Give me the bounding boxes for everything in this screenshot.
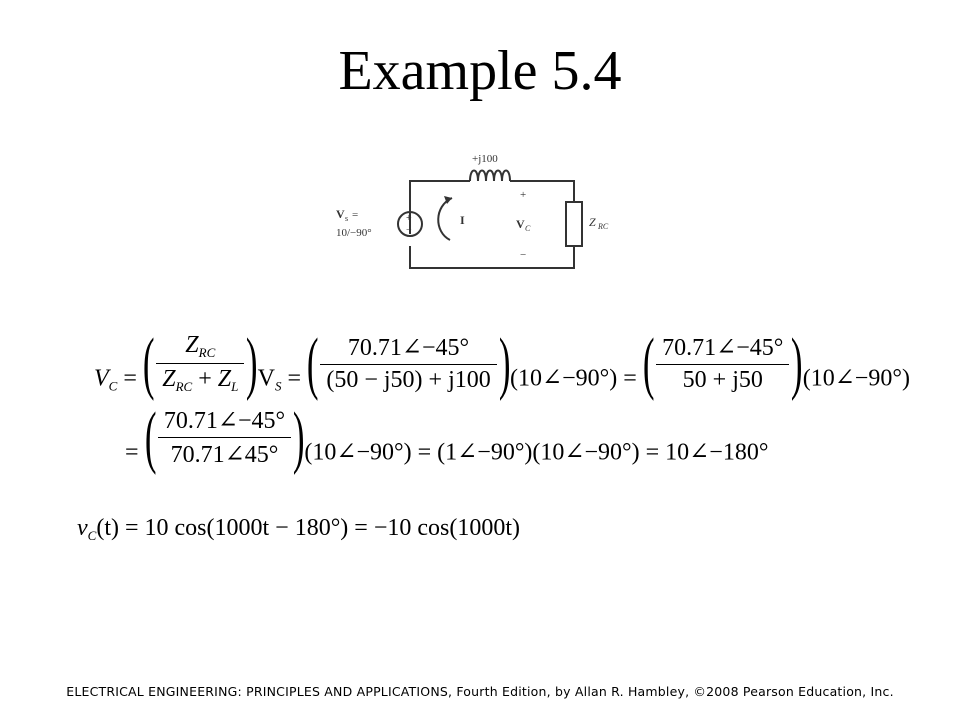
- vc-sub: C: [525, 224, 531, 233]
- eq3-lhs: v: [77, 515, 88, 541]
- current-arrow: [437, 197, 453, 241]
- source-minus: −: [406, 225, 412, 236]
- source-plus: +: [406, 213, 412, 224]
- load-impedance: [565, 201, 583, 247]
- wire: [409, 246, 575, 269]
- equation-line-3: vC(t) = 10 cos(1000t − 180°) = −10 cos(1…: [77, 515, 520, 544]
- current-label: I: [460, 213, 465, 227]
- eq3-rest: (t) = 10 cos(1000t − 180°) = −10 cos(100…: [96, 515, 521, 541]
- eq3-lhs-sub: C: [87, 528, 97, 543]
- eq1-fraction-3: 70.71∠−45° 50 + j50: [656, 333, 790, 394]
- eq2-rest: (10∠−90°) = (1∠−90°)(10∠−90°) = 10∠−180°: [304, 439, 769, 466]
- eq1-vs: V: [257, 365, 275, 392]
- eq1-term-1: (10∠−90°): [510, 365, 618, 392]
- load-sub: RC: [597, 222, 609, 231]
- wire: [510, 180, 575, 202]
- slide-title: Example 5.4: [338, 40, 622, 102]
- wire: [409, 180, 470, 234]
- current-arrowhead: [444, 196, 452, 204]
- eq1-fraction-1: ZRC ZRC + ZL: [156, 332, 245, 395]
- equation-line-2: = ( 70.71∠−45° 70.71∠45° )(10∠−90°) = (1…: [125, 398, 769, 476]
- eq1-term-2: (10∠−90°): [802, 365, 910, 392]
- source-label-eq: =: [352, 209, 358, 221]
- equation-line-1: VC = ( ZRC ZRC + ZL )VS = ( 70.71∠−45° (…: [94, 324, 910, 402]
- source-label-value: 10/−90°: [336, 227, 372, 239]
- vc-minus: −: [520, 249, 526, 261]
- slide-footer: ELECTRICAL ENGINEERING: PRINCIPLES AND A…: [66, 684, 894, 699]
- inductor: [469, 169, 511, 182]
- eq1-lhs: V: [94, 365, 109, 392]
- eq1-lhs-sub: C: [108, 378, 118, 394]
- voltage-source: [397, 211, 423, 237]
- source-label-sub: s: [345, 214, 348, 223]
- inductor-label: +j100: [472, 153, 498, 165]
- load-label: Z: [589, 215, 596, 229]
- eq1-fraction-2: 70.71∠−45° (50 − j50) + j100: [320, 333, 497, 394]
- source-label-v: V: [336, 207, 345, 221]
- vc-plus: +: [520, 189, 526, 201]
- eq1-equals: =: [123, 365, 137, 392]
- circuit-diagram: +j100 + − V s = 10/−90° I + V C − Z RC: [336, 153, 609, 269]
- vc-label: V: [516, 217, 525, 231]
- eq2-fraction: 70.71∠−45° 70.71∠45°: [157, 406, 292, 469]
